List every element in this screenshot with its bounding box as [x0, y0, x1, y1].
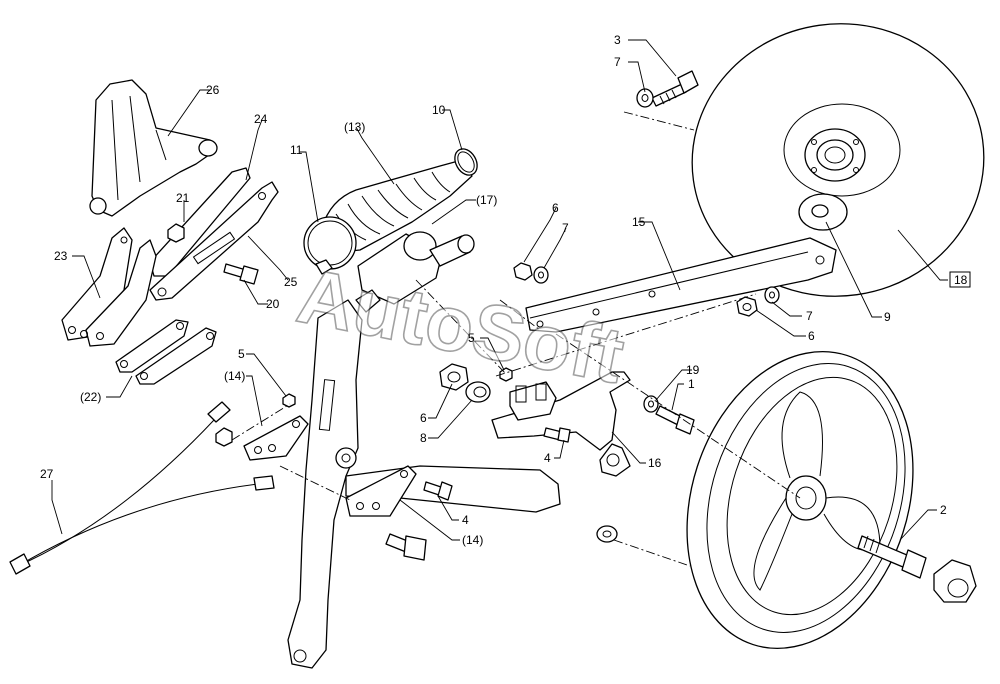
part-16-lever: [491, 371, 631, 477]
label-4-middle: 4: [544, 451, 551, 465]
label-22: (22): [80, 390, 101, 404]
label-23: 23: [54, 249, 68, 263]
label-13: (13): [344, 120, 365, 134]
label-6-upper: 6: [552, 201, 559, 215]
label-14-upper: (14): [224, 369, 245, 383]
part-27-cable: [9, 401, 275, 575]
nut-small-left: [215, 427, 233, 447]
part-4-bolt-lower: [423, 481, 453, 501]
part-7-washer-top: [636, 88, 654, 108]
label-1: 1: [688, 377, 695, 391]
part-5-nut-left: [282, 393, 296, 408]
part-19-washer: [643, 395, 659, 413]
label-2: 2: [940, 503, 947, 517]
label-16: 16: [648, 456, 662, 470]
label-20: 20: [266, 297, 280, 311]
part-9-spacer: [798, 193, 848, 231]
label-25: 25: [284, 275, 298, 289]
part-15-arm: [525, 237, 837, 333]
label-3: 3: [614, 33, 621, 47]
part-11-clamp: [303, 216, 357, 275]
part-6-nut-left: [439, 363, 469, 391]
label-18: 18: [954, 273, 968, 287]
label-27: 27: [40, 467, 54, 481]
label-15: 15: [632, 215, 646, 229]
label-18-box: 18: [949, 271, 971, 288]
label-5-left: 5: [238, 347, 245, 361]
washer-lower: [596, 525, 618, 543]
label-5-middle: 5: [468, 331, 475, 345]
leader-lines: [51, 39, 948, 541]
callout-labels: 3 7 10 11 (13) (17) 26 24 21 23 25 20 (2…: [40, 33, 971, 547]
wheel: [686, 350, 914, 650]
part-3-bolt: [651, 70, 699, 107]
part-7-washer-right: [764, 286, 780, 304]
label-19: 19: [686, 363, 700, 377]
part-22-links: [115, 319, 217, 385]
bolt-lower-left: [385, 533, 427, 561]
label-24: 24: [254, 112, 268, 126]
part-17-cylinder: [355, 231, 475, 313]
label-21: 21: [176, 191, 190, 205]
label-17: (17): [476, 193, 497, 207]
part-23-bracket: [61, 227, 157, 347]
part-21-nut: [167, 223, 185, 243]
part-6-nut-right: [736, 296, 758, 317]
label-10: 10: [432, 103, 446, 117]
part-14-bracket-lower: [345, 465, 417, 517]
part-4-bolt-middle: [543, 427, 571, 443]
part-8-bushing: [465, 381, 491, 403]
label-6-left: 6: [420, 411, 427, 425]
label-14-lower: (14): [462, 533, 483, 547]
part-6-nut-upper: [513, 262, 533, 281]
label-9: 9: [884, 310, 891, 324]
wheel-cap: [933, 559, 977, 603]
label-4-lower: 4: [462, 513, 469, 527]
label-7-right: 7: [806, 309, 813, 323]
part-1-bolt: [655, 405, 695, 435]
label-8: 8: [420, 431, 427, 445]
label-11: 11: [290, 143, 303, 157]
part-7-washer-upper: [533, 266, 549, 284]
part-2-axle-bolt: [857, 535, 927, 579]
label-7-top: 7: [614, 55, 621, 69]
part-14-bracket-upper: [243, 415, 309, 461]
part-20-bolt: [223, 263, 259, 285]
label-26: 26: [206, 83, 220, 97]
label-6-right: 6: [808, 329, 815, 343]
part-24-plate: [149, 167, 251, 277]
part-10-ring: [454, 148, 478, 176]
label-7-upper: 7: [562, 221, 569, 235]
center-lines: [231, 111, 801, 567]
part-13-boot: [321, 159, 473, 252]
part-18-disc: [691, 23, 985, 297]
part-26-cover: [89, 79, 218, 217]
part-25-plate: [149, 181, 279, 301]
